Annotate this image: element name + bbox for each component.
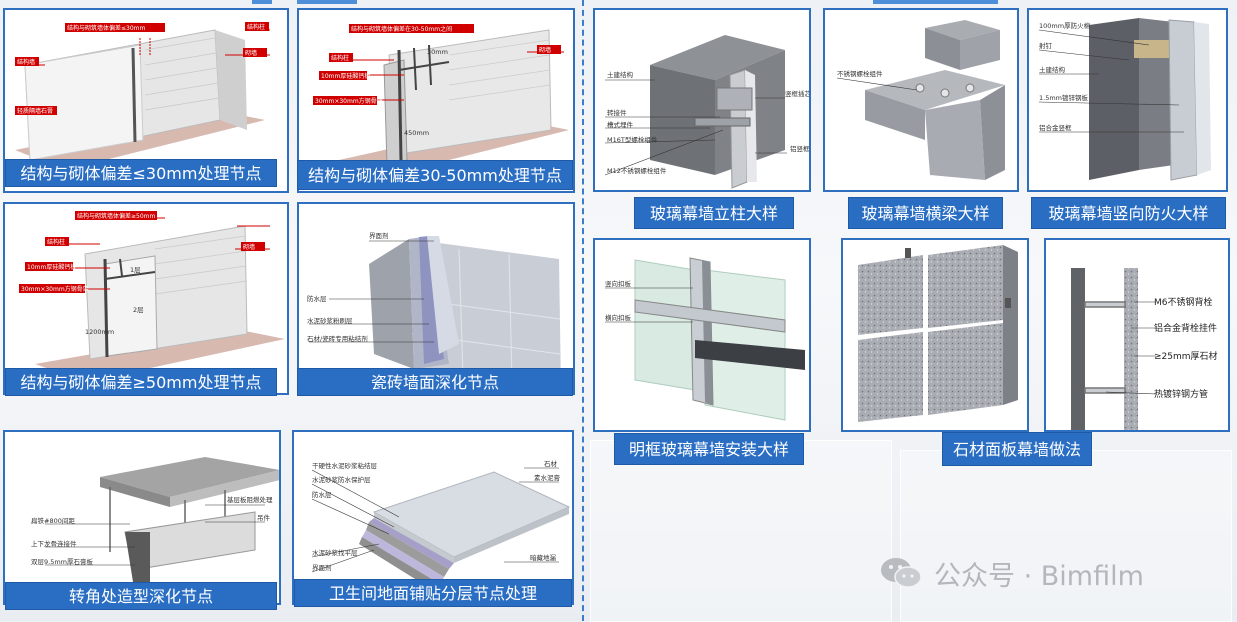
label: 结构墙 (17, 58, 35, 66)
panel-tile-wall: 界面剂 防水层 水泥砂浆粉刷层 石材/瓷砖专用粘结剂 (297, 202, 575, 395)
drawing-tile-wall: 界面剂 防水层 水泥砂浆粉刷层 石材/瓷砖专用粘结剂 (307, 231, 561, 389)
label: ≥25mm厚石材 (1154, 350, 1218, 362)
label: M16T型螺栓组件 (607, 135, 658, 144)
panel-bathroom-floor: 干硬性水泥砂浆粘结层 水泥砂浆防水保护层 防水层 石材 素水泥膏 水泥砂浆找平层… (292, 430, 574, 605)
label: 30mm×30mm方钢骨架 (21, 285, 89, 293)
label: 30mm×30mm方钢骨架 (315, 97, 383, 105)
label: 竖向扣板 (605, 279, 632, 288)
panel-stone-curtain-front (841, 238, 1029, 432)
drawing-stone-curtain-section: M6不锈钢背栓 铝合金背栓挂件 ≥25mm厚石材 热镀锌钢方管 (1071, 268, 1218, 430)
label: 结构与砌筑墙体偏差≥50mm (77, 212, 156, 220)
caption-curtain-column: 玻璃幕墙立柱大样 (634, 197, 794, 229)
label: 轻质隔墙石膏 (17, 107, 53, 115)
background-tile (590, 440, 892, 622)
top-bar (252, 0, 272, 4)
drawing-stone-curtain-front (858, 245, 1018, 422)
caption-curtain-beam: 玻璃幕墙横梁大样 (848, 197, 1003, 229)
watermark-text: 公众号 · Bimfilm (934, 560, 1144, 592)
label: 干硬性水泥砂浆粘结层 (312, 461, 378, 470)
drawing-bathroom-floor: 干硬性水泥砂浆粘结层 水泥砂浆防水保护层 防水层 石材 素水泥膏 水泥砂浆找平层… (311, 459, 571, 592)
label: 结构与砌筑墙体偏差≤30mm (67, 24, 146, 32)
label: 界面剂 (312, 563, 332, 572)
watermark: 公众号 · Bimfilm (878, 553, 1208, 593)
label: M12不锈钢螺栓组件 (607, 166, 667, 175)
section-divider (582, 0, 584, 621)
caption-bathroom-floor: 卫生间地面铺贴分层节点处理 (294, 579, 572, 607)
label: 槽式埋件 (607, 120, 634, 129)
label: 水泥砂浆粉刷层 (307, 316, 353, 325)
label: 竖框插芯 (785, 89, 811, 98)
label: 界面剂 (369, 231, 389, 240)
label: 水泥砂浆找平层 (312, 548, 358, 557)
label: 热镀锌钢方管 (1154, 388, 1208, 400)
label: 1层 (130, 266, 141, 274)
label: 吊件 (257, 513, 271, 522)
drawing-curtain-beam: 不锈钢螺栓组件 (836, 20, 1005, 180)
label: 450mm (404, 129, 429, 137)
caption-deviation-30: 结构与砌体偏差≤30mm处理节点 (5, 159, 277, 187)
label: 土建结构 (1039, 65, 1066, 74)
panel-deviation-30: 结构与砌筑墙体偏差≤30mm 结构柱 结构墙 砌墙 轻质隔墙石膏 (3, 8, 289, 193)
label: 砌墙 (243, 243, 255, 251)
label: 扁铁#800间距 (31, 516, 75, 525)
caption-deviation-50: 结构与砌体偏差≥50mm处理节点 (5, 368, 277, 396)
label: 转接件 (607, 108, 627, 117)
caption-corner-detail: 转角处造型深化节点 (5, 582, 277, 610)
label: 上下龙骨连接件 (31, 539, 77, 548)
label: 横向扣板 (605, 313, 632, 322)
label: 射钉 (1039, 41, 1053, 50)
caption-deviation-30-50: 结构与砌体偏差30-50mm处理节点 (297, 160, 573, 190)
label: 结构柱 (247, 23, 265, 31)
label: 水泥砂浆防水保护层 (312, 475, 371, 484)
label: 基层板阻燃处理 (227, 495, 273, 504)
label: 石材/瓷砖专用粘结剂 (307, 334, 368, 343)
label: 结构柱 (47, 238, 65, 246)
label: 30mm (427, 48, 448, 56)
panel-stone-curtain-section: M6不锈钢背栓 铝合金背栓挂件 ≥25mm厚石材 热镀锌钢方管 (1044, 238, 1230, 432)
label: 砌墙 (539, 46, 551, 54)
label: 不锈钢螺栓组件 (837, 69, 883, 78)
label: M6不锈钢背栓 (1154, 296, 1213, 308)
label: 10mm厚硅酸钙板 (321, 72, 370, 80)
drawing-framed-curtain: 竖向扣板 横向扣板 (605, 257, 805, 421)
label: 结构与砌筑墙体偏差在30-50mm之间 (351, 25, 452, 33)
label: 铝合金背栓挂件 (1154, 322, 1217, 334)
panel-framed-curtain: 竖向扣板 横向扣板 (593, 238, 811, 432)
caption-framed-curtain: 明框玻璃幕墙安装大样 (614, 433, 804, 465)
label: 防水层 (312, 490, 332, 499)
drawing-curtain-column: 土建结构 竖框插芯 转接件 槽式埋件 M16T型螺栓组件 M12不锈钢螺栓组件 … (604, 35, 811, 189)
panel-curtain-fire: 100mm厚防火棉 射钉 土建结构 1.5mm镀锌钢板 铝合金竖框 (1027, 8, 1228, 192)
label: 素水泥膏 (534, 473, 561, 482)
label: 防水层 (307, 294, 327, 303)
drawing-deviation-30: 结构与砌筑墙体偏差≤30mm 结构柱 结构墙 砌墙 轻质隔墙石膏 (15, 22, 270, 170)
label: 10mm厚硅酸钙板 (27, 263, 76, 271)
wechat-icon (878, 555, 924, 591)
panel-deviation-50: 结构与砌筑墙体偏差≥50mm 结构柱 砌墙 10mm厚硅酸钙板 30mm×30m… (3, 202, 289, 395)
caption-stone-curtain: 石材面板幕墙做法 (942, 432, 1092, 466)
label: 结构柱 (331, 54, 349, 62)
panel-corner-detail: 基层板阻燃处理 扁铁#800间距 吊件 上下龙骨连接件 双层9.5mm厚石膏板 (3, 430, 281, 605)
label: 1200mm (85, 328, 114, 336)
panel-curtain-beam: 不锈钢螺栓组件 (823, 8, 1019, 192)
label: 暗藏地漏 (530, 553, 557, 562)
label: 砌墙 (245, 49, 257, 57)
panel-curtain-column: 土建结构 竖框插芯 转接件 槽式埋件 M16T型螺栓组件 M12不锈钢螺栓组件 … (593, 8, 811, 192)
label: 100mm厚防火棉 (1039, 21, 1091, 30)
drawing-deviation-50: 结构与砌筑墙体偏差≥50mm 结构柱 砌墙 10mm厚硅酸钙板 30mm×30m… (19, 211, 285, 382)
label: 铝竖框 (790, 144, 810, 153)
label: 铝合金竖框 (1039, 123, 1072, 132)
label: 石材 (544, 459, 558, 468)
label: 1.5mm镀锌钢板 (1039, 93, 1089, 102)
label: 土建结构 (607, 70, 634, 79)
caption-tile-wall: 瓷砖墙面深化节点 (297, 368, 573, 396)
drawing-curtain-fire: 100mm厚防火棉 射钉 土建结构 1.5mm镀锌钢板 铝合金竖框 (1038, 18, 1211, 181)
background-tile (900, 450, 1232, 622)
drawing-corner-detail: 基层板阻燃处理 扁铁#800间距 吊件 上下龙骨连接件 双层9.5mm厚石膏板 (31, 457, 279, 582)
label: 2层 (133, 306, 144, 314)
caption-curtain-fire: 玻璃幕墙竖向防火大样 (1031, 197, 1226, 229)
label: 双层9.5mm厚石膏板 (31, 557, 94, 566)
top-bar (297, 0, 357, 4)
top-bar (873, 0, 998, 4)
